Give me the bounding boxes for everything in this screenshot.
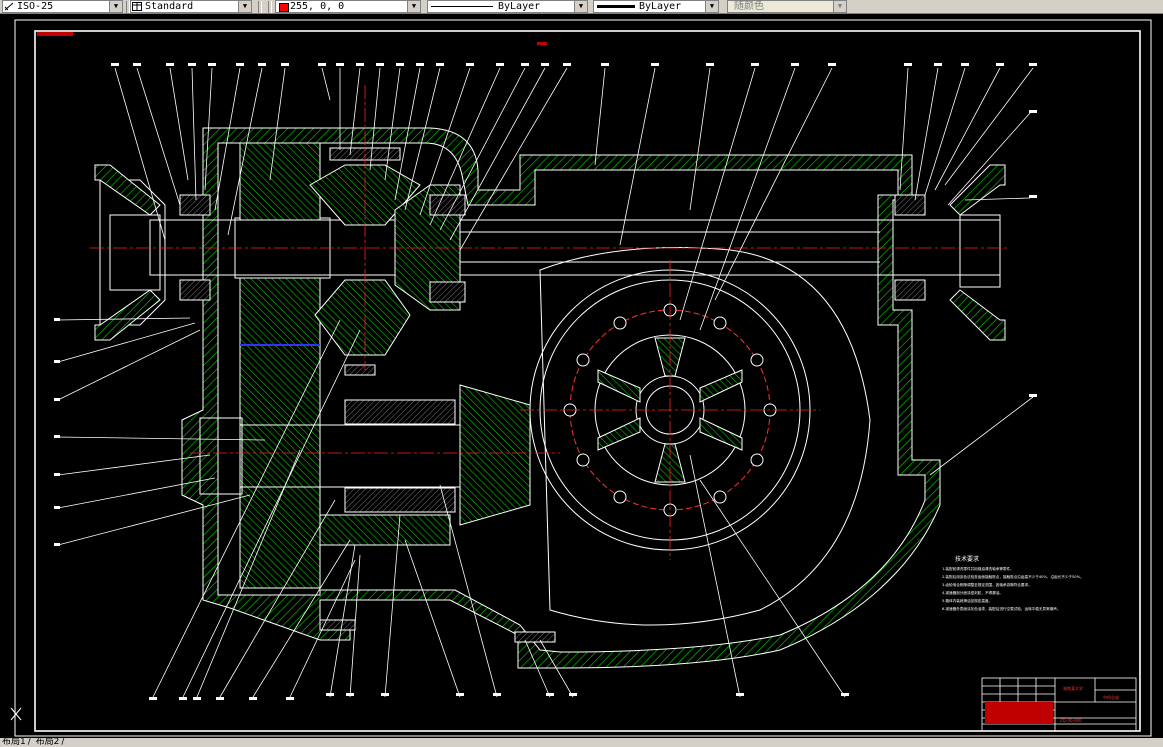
ucs-icon <box>10 707 22 721</box>
gear-lower-section <box>239 277 321 589</box>
linetype-value: ByLayer <box>498 1 541 12</box>
lineweight-dropdown[interactable]: ByLayer ▼ <box>593 0 719 13</box>
dimension-style-value: ISO-25 <box>17 1 54 12</box>
bearing-left-bottom <box>179 279 211 301</box>
color-control-dropdown[interactable]: 255, 0, 0 ▼ <box>275 0 421 13</box>
left-flange-hub <box>109 214 161 291</box>
separator <box>126 1 130 13</box>
tech-req-item: 6.减速器外表面涂灰色油漆，装配后进行空载试验，运转平稳无异常噪声。 <box>942 606 1060 611</box>
bevel-gear-lower <box>314 279 411 356</box>
tech-req-item: 2.装配后用涂色法检查齿面接触斑点，接触斑点沿齿高不少于40%，沿齿长不少于50… <box>942 574 1084 579</box>
chevron-down-icon[interactable]: ▼ <box>574 1 587 12</box>
lineweight-sample <box>597 5 635 8</box>
pinion-bearing-bottom <box>344 487 456 513</box>
linetype-dropdown[interactable]: ByLayer ▼ <box>427 0 588 13</box>
tab-layout-1[interactable]: 布局1 <box>2 738 26 747</box>
chevron-down-icon[interactable]: ▼ <box>705 1 718 12</box>
chevron-down-icon[interactable]: ▼ <box>833 1 846 12</box>
tab-layout-2[interactable]: 布局2 <box>35 738 60 747</box>
inner-frame <box>34 30 1141 732</box>
view-label <box>537 42 547 45</box>
pinion-housing-block <box>319 514 451 546</box>
title-block-red-cells <box>985 702 1053 724</box>
drive-pinion <box>459 384 531 526</box>
title-block-school: 湖南某大学 <box>1063 685 1083 691</box>
plot-style-dropdown[interactable]: 随颜色 ▼ <box>727 0 847 13</box>
title-block-drawing-no: ZQ-00-000 <box>1060 718 1082 723</box>
right-flange-section <box>949 164 1006 341</box>
bolt-bottom-left <box>319 619 356 631</box>
tech-req-item: 3.齿轮啮合侧隙调整至规定范围，各轴承游隙符合要求。 <box>942 582 1032 587</box>
bearing-mid-bottom <box>429 281 466 303</box>
centerlines <box>90 85 1010 560</box>
tech-req-title: 技术要求 <box>955 555 979 563</box>
linetype-sample <box>431 6 493 7</box>
chevron-down-icon[interactable]: ▼ <box>407 1 420 12</box>
chevron-down-icon[interactable]: ▼ <box>109 1 122 12</box>
bearing-right-bottom <box>894 279 926 301</box>
separator <box>258 1 262 13</box>
table-style-dropdown[interactable]: Standard ▼ <box>130 0 252 13</box>
tech-req-item: 5.箱体内装润滑油至规定高度。 <box>942 598 992 603</box>
drawing-code-box <box>37 32 73 36</box>
plot-style-value: 随颜色 <box>734 1 764 12</box>
housing-section <box>181 127 941 669</box>
through-shaft <box>149 219 1001 276</box>
layout-tabs-bar: 布局1/ 布局2/ <box>0 738 1163 747</box>
leader-lines <box>57 67 1034 698</box>
bearing-mid-top <box>429 194 466 216</box>
bearing-right-top <box>894 194 926 216</box>
pinion-bearing-top <box>344 399 456 425</box>
bolt-mid <box>344 364 376 376</box>
gear-upper-section <box>239 142 321 221</box>
table-style-value: Standard <box>145 1 194 12</box>
chevron-down-icon[interactable]: ▼ <box>238 1 251 12</box>
outer-frame <box>14 19 1152 737</box>
color-value: 255, 0, 0 <box>290 1 345 12</box>
technical-requirements: 技术要求 1.装配前清洗零件并用煤油清洗轴承等零件。 2.装配后用涂色法检查齿面… <box>942 555 1084 611</box>
bearing-left-top <box>179 194 211 216</box>
separator <box>268 1 272 13</box>
dimension-style-dropdown[interactable]: ISO-25 ▼ <box>2 0 123 13</box>
table-style-icon <box>132 2 142 11</box>
bolt-bottom <box>514 631 556 643</box>
ring-gear-outline <box>539 247 871 626</box>
lineweight-value: ByLayer <box>639 1 682 12</box>
dimension-style-icon <box>4 2 14 11</box>
tech-req-item: 1.装配前清洗零件并用煤油清洗轴承等零件。 <box>942 566 1014 571</box>
drawing-canvas[interactable]: 技术要求 1.装配前清洗零件并用煤油清洗轴承等零件。 2.装配后用涂色法检查齿面… <box>0 15 1163 739</box>
part-number-tags <box>54 63 1037 700</box>
right-flange-hub <box>959 214 1001 288</box>
tech-req-item: 4.减速器剖分面涂密封胶，不得漏油。 <box>942 590 1003 595</box>
color-swatch <box>279 3 289 12</box>
properties-toolbar: ISO-25 ▼ Standard ▼ 255, 0, 0 ▼ ByLayer … <box>0 0 1163 14</box>
title-block-drawing-name: 中桥总成 <box>1103 694 1119 700</box>
